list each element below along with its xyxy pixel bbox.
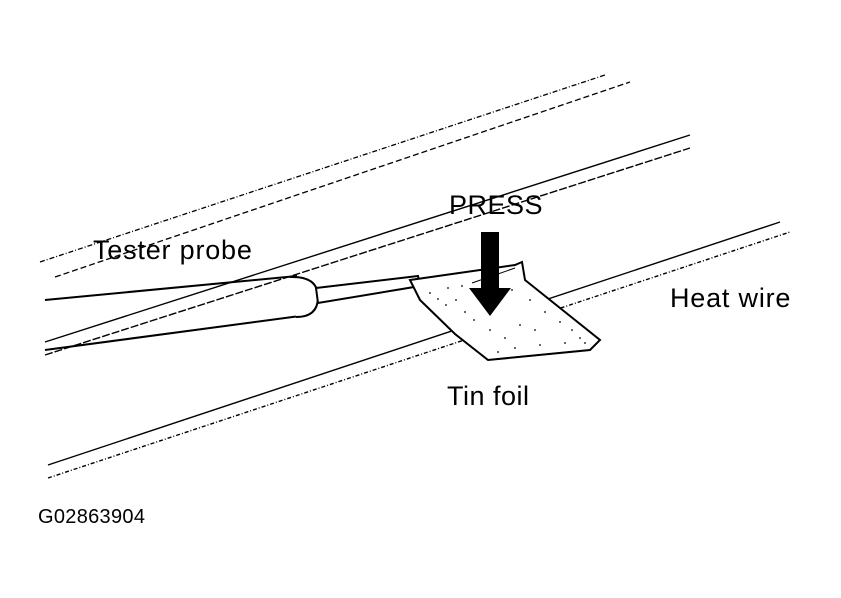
- heat-wire-lower: [47, 221, 791, 479]
- figure-code: G02863904: [38, 506, 146, 528]
- heat-wire-upper: [44, 134, 691, 356]
- press-arrow: [469, 232, 511, 316]
- heat-wire-label: Heat wire: [670, 283, 792, 313]
- tester-probe: [44, 274, 422, 351]
- tin-foil-sheet: [408, 260, 602, 362]
- tin-foil-label: Tin foil: [447, 381, 530, 411]
- tester-probe-label: Tester probe: [93, 235, 253, 265]
- press-label: PRESS: [449, 190, 544, 220]
- glass-line-top: [39, 74, 631, 278]
